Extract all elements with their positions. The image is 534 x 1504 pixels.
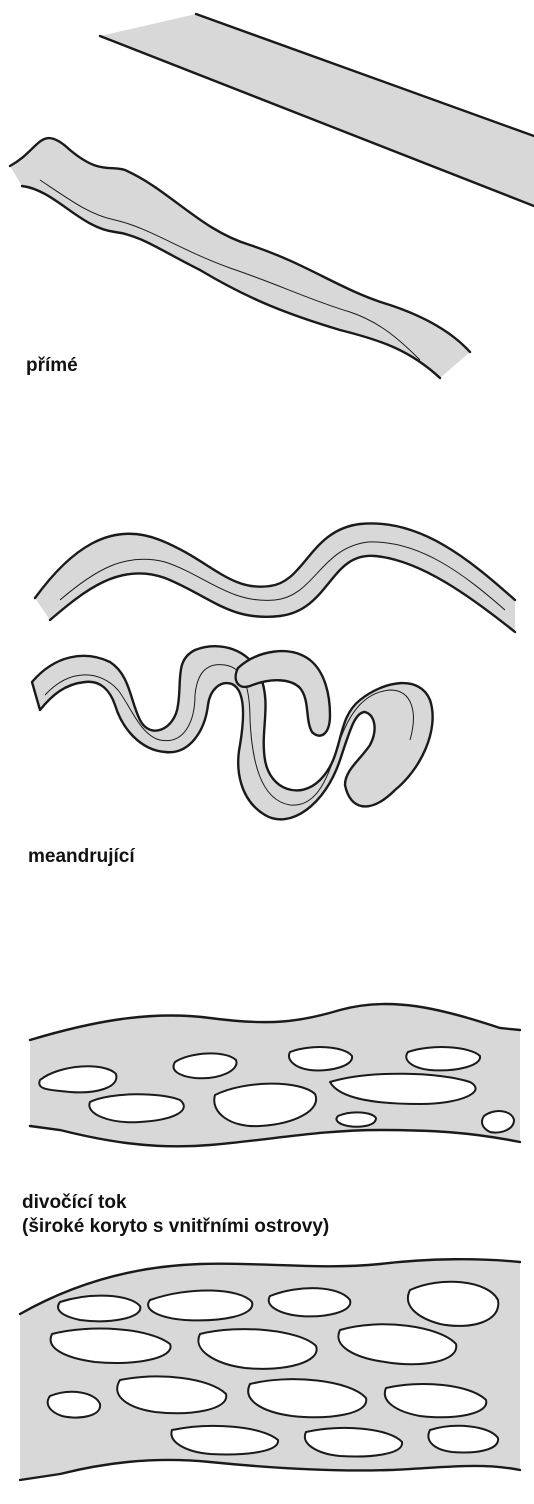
label-braided-description: (široké koryto s vnitřními ostrovy) (22, 1215, 329, 1238)
label-straight: přímé (26, 354, 78, 377)
sinuous-straight-channel (10, 138, 470, 378)
label-meandering: meandrující (28, 845, 135, 868)
label-braided: divočící tok (22, 1191, 127, 1214)
braided-channel-2 (20, 1259, 520, 1480)
meander-wave-channel (35, 523, 515, 632)
straight-channel (100, 14, 534, 206)
braided-channel-1 (30, 1004, 520, 1146)
tight-meander-channel (32, 646, 433, 819)
